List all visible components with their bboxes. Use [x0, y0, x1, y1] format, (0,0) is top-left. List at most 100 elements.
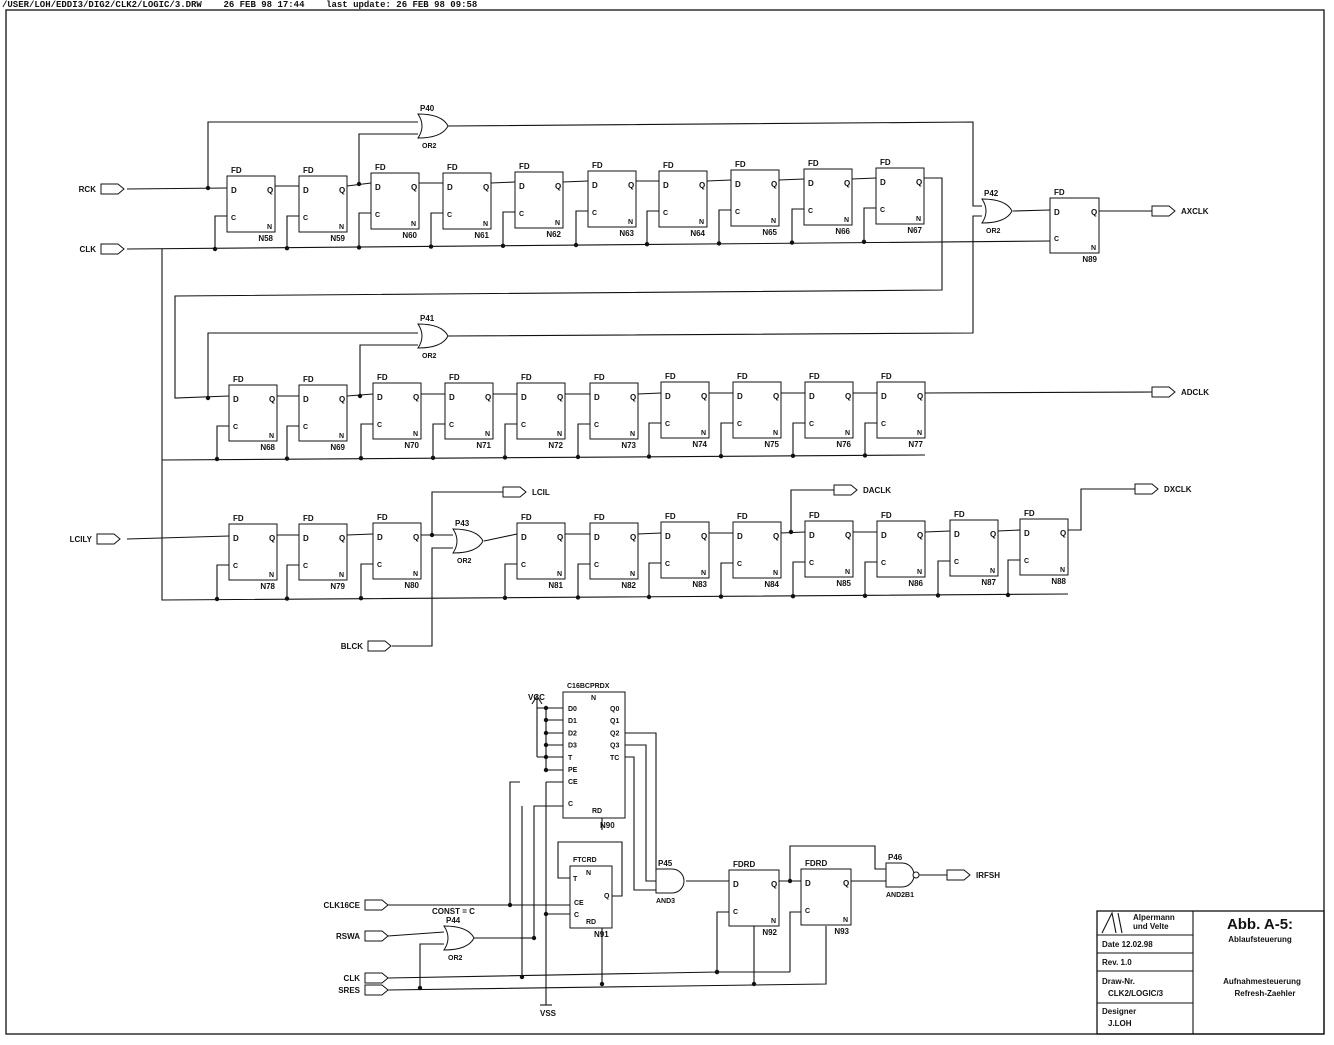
lcil-port[interactable]: [502, 486, 527, 498]
wire: [474, 805, 563, 939]
ff-name-r1-5: N63: [619, 229, 634, 238]
pin-q: Q: [339, 534, 345, 543]
clk2-port[interactable]: [364, 972, 389, 984]
lcily-port[interactable]: [96, 533, 121, 545]
blck-port[interactable]: [367, 640, 392, 652]
ff-type-r2-9: FD: [881, 372, 892, 381]
ff-name-r2-8: N76: [836, 440, 851, 449]
daclk-port-label: DACLK: [863, 486, 891, 495]
pin-n: N: [483, 221, 488, 228]
ff-name-r2-2: N70: [404, 441, 419, 450]
pin-n: N: [339, 572, 344, 579]
pin-q: Q: [990, 530, 996, 539]
pin-c: C: [233, 424, 238, 431]
pin-d: D: [233, 395, 239, 404]
ff-type-r1-9: FD: [880, 158, 891, 167]
junction-dot: [714, 969, 720, 975]
pin-q: Q: [771, 880, 777, 889]
rswa-port-label: RSWA: [336, 932, 360, 941]
junction-dot: [575, 595, 581, 600]
clk-rail-1: [126, 240, 1051, 250]
ftcrd-name: N91: [594, 930, 609, 939]
junction-dot: [543, 742, 549, 748]
pin-d: D: [954, 530, 960, 539]
pin-n: N: [773, 430, 778, 437]
header-date: 26 FEB 98 17:44: [223, 0, 305, 10]
clk16ce-port-label: CLK16CE: [324, 901, 361, 910]
clk16ce-port[interactable]: [364, 899, 389, 911]
dxclk-port[interactable]: [1134, 483, 1159, 495]
clk-rail-2: [161, 454, 926, 461]
pin-n: N: [699, 219, 704, 226]
counter-pin-q1: Q1: [610, 718, 619, 725]
junction-dot: [790, 453, 796, 458]
junction-dot: [573, 242, 579, 248]
irfsh-port[interactable]: [946, 869, 971, 881]
pin-c: C: [447, 212, 452, 219]
sres-port[interactable]: [364, 984, 389, 996]
chain: [562, 180, 589, 183]
wire: [789, 911, 801, 972]
pin-q: Q: [843, 879, 849, 888]
gate-type-p43: OR2: [457, 558, 472, 565]
ftcrd-type: FTCRD: [573, 857, 597, 864]
wire: [545, 708, 563, 771]
ftcrd-n: N: [586, 870, 591, 877]
daclk-port[interactable]: [833, 484, 858, 496]
junction-dot: [212, 246, 218, 252]
pin-c: C: [1054, 236, 1059, 243]
axclk-port[interactable]: [1151, 205, 1176, 217]
pin-q: Q: [630, 533, 636, 542]
pin-d: D: [737, 392, 743, 401]
adclk-port[interactable]: [1151, 386, 1176, 398]
pin-c: C: [954, 559, 959, 566]
pin-d: D: [521, 533, 527, 542]
clk-stub: [792, 422, 805, 456]
ff-name-r1-3: N61: [474, 231, 489, 240]
clk-stub: [792, 561, 805, 597]
ff-type-r1-8: FD: [808, 159, 819, 168]
ff-type-r3-5: FD: [665, 512, 676, 521]
junction-dot: [575, 454, 581, 460]
ff-type-r3-2: FD: [377, 513, 388, 522]
ff-name-r1-9: N67: [907, 226, 922, 235]
ff-type-r2-5: FD: [594, 373, 605, 382]
junction-dot: [789, 240, 795, 245]
pin-q: Q: [557, 393, 563, 402]
irfsh-port-label: IRFSH: [976, 871, 1000, 880]
clk-stub: [791, 208, 804, 243]
pin-c: C: [303, 424, 308, 431]
pin-d: D: [233, 534, 239, 543]
junction-dot: [718, 454, 724, 459]
clk-stub: [648, 562, 661, 597]
gate-name-p42: P42: [984, 189, 999, 198]
clk-port[interactable]: [100, 243, 125, 255]
clk-stub: [502, 211, 515, 246]
pin-q: Q: [773, 532, 779, 541]
ff-type-r3-7: FD: [809, 511, 820, 520]
junction-dot: [862, 453, 868, 458]
pin-q: Q: [630, 393, 636, 402]
gate-name-p46: P46: [888, 853, 903, 862]
ff-name-r3-10: N88: [1051, 577, 1066, 586]
pin-d: D: [303, 534, 309, 543]
junction-dot: [358, 456, 364, 461]
rck-port[interactable]: [100, 183, 125, 195]
ff-name-r2-9: N77: [908, 440, 923, 449]
ff-name-r2-6: N74: [692, 440, 707, 449]
pin-n: N: [411, 221, 416, 228]
ff-type-r2-6: FD: [665, 372, 676, 381]
rswa-port[interactable]: [364, 930, 389, 942]
